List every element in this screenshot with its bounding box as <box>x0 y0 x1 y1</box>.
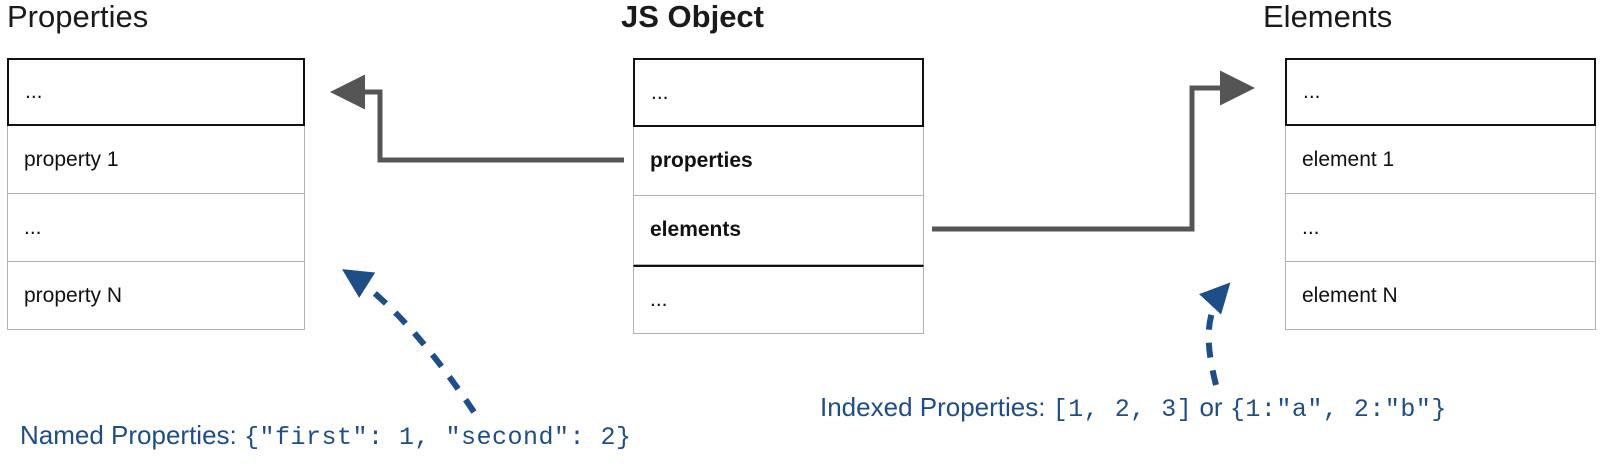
table-row: ... <box>633 265 924 334</box>
cell-label: elements <box>650 218 742 241</box>
annotation-indexed-code-object: {1:"a", 2:"b"} <box>1229 395 1447 424</box>
cell-label: property 1 <box>24 147 119 171</box>
table-row: element N <box>1285 262 1596 330</box>
cell-label: property N <box>24 283 123 307</box>
annotation-named-label: Named Properties: <box>20 420 244 450</box>
page-title-properties: Properties <box>7 0 149 34</box>
table-row: ... <box>633 58 924 127</box>
annotation-indexed-label: Indexed Properties: <box>820 392 1053 422</box>
cell-label: ... <box>25 80 43 103</box>
page-title-elements: Elements <box>1263 0 1393 34</box>
table-row: ... <box>1285 58 1596 126</box>
table-row: ... <box>1285 194 1596 262</box>
callout-named-properties-arrow <box>341 268 477 414</box>
table-row: ... <box>7 58 305 126</box>
table-row: element 1 <box>1285 126 1596 194</box>
table-row-elements: elements <box>633 196 924 265</box>
callout-indexed-properties-arrow <box>1199 282 1231 386</box>
annotation-indexed-joiner: or <box>1192 392 1230 422</box>
js-object-table: ... properties elements ... <box>633 58 924 334</box>
cell-label: element 1 <box>1302 147 1395 171</box>
table-row: ... <box>7 194 305 262</box>
annotation-named-properties: Named Properties: {"first": 1, "second":… <box>20 420 632 453</box>
page-title-js-object: JS Object <box>621 0 764 34</box>
cell-label: element N <box>1302 283 1398 307</box>
cell-label: ... <box>1303 80 1321 103</box>
elements-table: ... element 1 ... element N <box>1285 58 1596 330</box>
connector-elements-arrow <box>932 70 1255 232</box>
cell-label: ... <box>651 80 669 104</box>
properties-table: ... property 1 ... property N <box>7 58 305 330</box>
table-row: property 1 <box>7 126 305 194</box>
table-row: property N <box>7 262 305 330</box>
cell-label: properties <box>650 149 753 172</box>
connector-properties-arrow <box>330 74 624 163</box>
annotation-named-code: {"first": 1, "second": 2} <box>243 423 632 452</box>
cell-label: ... <box>1302 215 1320 239</box>
cell-label: ... <box>24 215 42 239</box>
table-row-properties: properties <box>633 127 924 196</box>
cell-label: ... <box>650 288 668 311</box>
annotation-indexed-code-array: [1, 2, 3] <box>1052 395 1193 424</box>
annotation-indexed-properties: Indexed Properties: [1, 2, 3] or {1:"a",… <box>820 392 1447 425</box>
